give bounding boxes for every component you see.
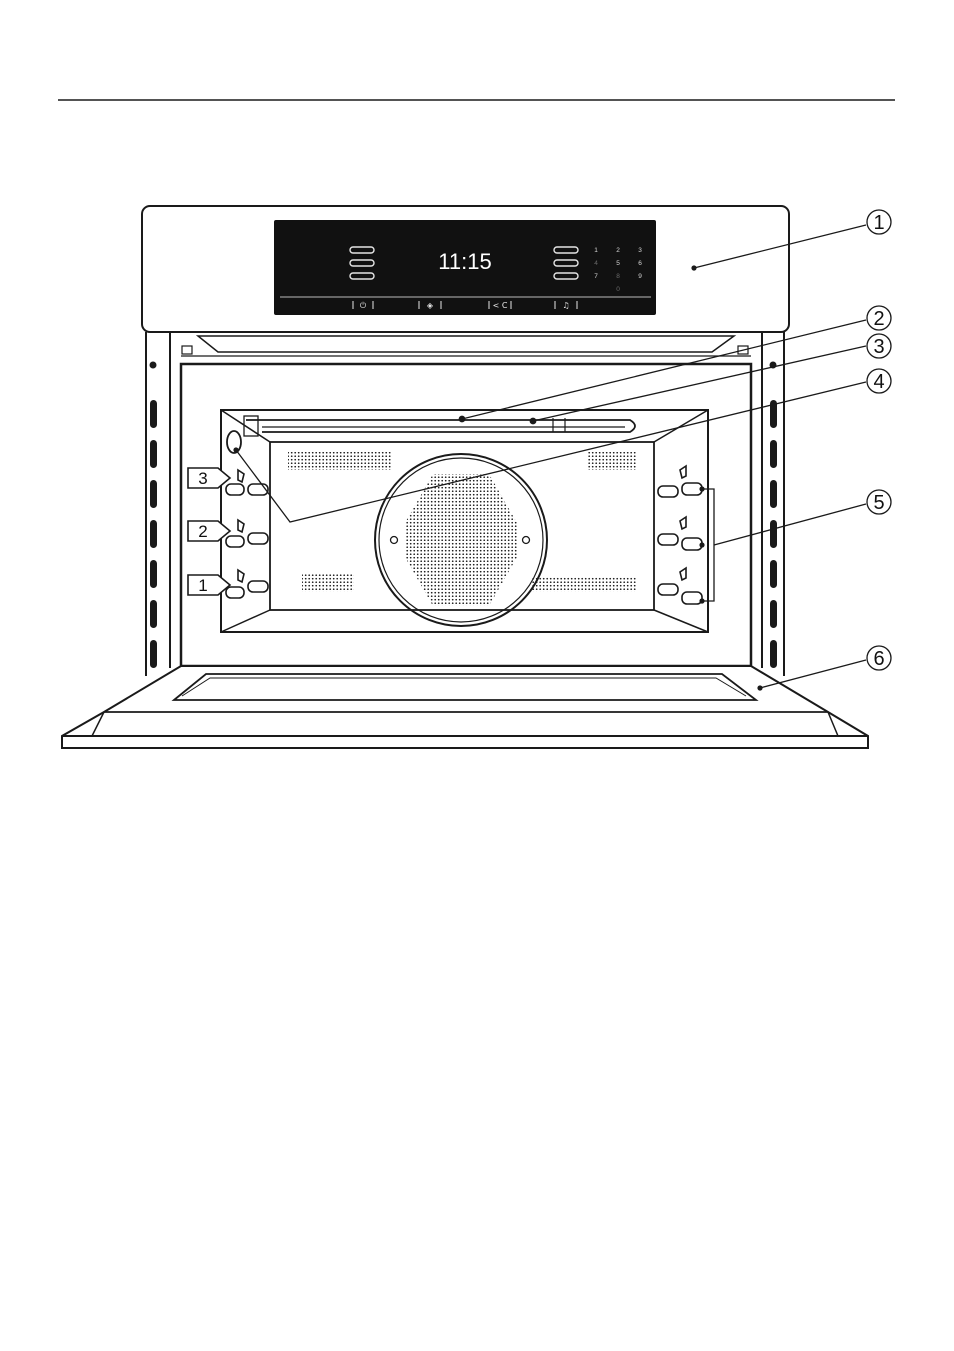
alarm-bell-icon[interactable]: ♫ xyxy=(562,301,569,310)
shelf-level-3: 3 xyxy=(198,469,207,488)
keypad-digit-5[interactable]: 5 xyxy=(616,260,620,267)
keypad-digit-3[interactable]: 3 xyxy=(638,247,642,254)
left-side-vents xyxy=(150,362,158,669)
keypad-digit-7[interactable]: 7 xyxy=(594,273,598,280)
display-time: 11:15 xyxy=(438,249,491,274)
callout-3-number: 3 xyxy=(873,336,884,358)
keypad-digit-4[interactable]: 4 xyxy=(594,260,598,267)
oven-door xyxy=(62,666,868,748)
menu-icon[interactable]: ◈ xyxy=(427,301,434,310)
shelf-level-labels xyxy=(188,468,230,595)
keypad-digit-0[interactable]: 0 xyxy=(616,286,620,293)
keypad-digit-1[interactable]: 1 xyxy=(594,247,598,254)
right-side-vents xyxy=(770,362,778,669)
top-heating-element xyxy=(244,416,635,436)
power-icon[interactable]: ⏻ xyxy=(360,301,367,310)
shelf-level-2: 2 xyxy=(198,522,207,541)
keypad-digit-9[interactable]: 9 xyxy=(638,273,642,280)
shelf-level-1: 1 xyxy=(198,576,207,595)
right-shelf-runners xyxy=(658,466,702,604)
callout-6-number: 6 xyxy=(873,648,884,670)
keypad-digit-8[interactable]: 8 xyxy=(616,273,620,280)
back-clear-icon[interactable]: < C xyxy=(493,301,508,310)
keypad-digit-6[interactable]: 6 xyxy=(638,260,642,267)
callout-2-number: 2 xyxy=(873,308,884,330)
display-panel: 11:15 1 2 3 4 5 6 7 8 9 0 ⏻ ◈ < C ♫ xyxy=(274,220,656,315)
callout-4-number: 4 xyxy=(873,371,884,393)
callout-1-number: 1 xyxy=(873,212,884,234)
keypad-digit-2[interactable]: 2 xyxy=(616,247,620,254)
left-shelf-runners xyxy=(226,470,268,598)
callout-5-number: 5 xyxy=(873,492,884,514)
callout-markers xyxy=(867,210,891,670)
